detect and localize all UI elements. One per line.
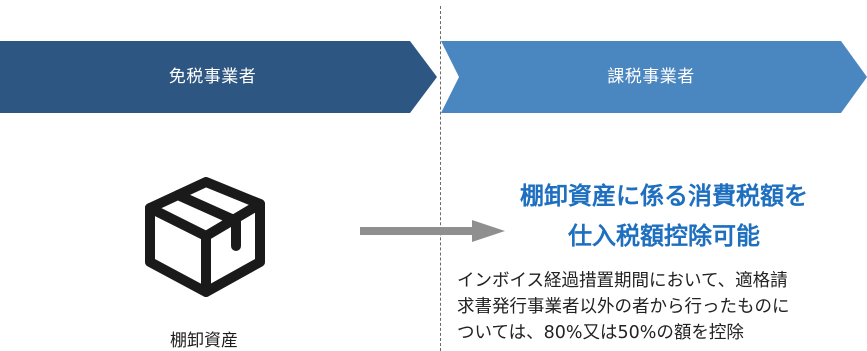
dashed-divider: [440, 6, 441, 351]
headline-line-2: 仕入税額控除可能: [568, 222, 760, 250]
arrow-right-icon: [360, 220, 505, 242]
banner-right-shape: [441, 41, 867, 113]
taxable-banner: 課税事業者: [441, 41, 867, 113]
headline-line-1: 棚卸資産に係る消費税額を: [520, 182, 808, 210]
tax-exempt-banner: 免税事業者: [0, 41, 437, 113]
transition-measure-description: インボイス経過措置期間において、適格請 求書発行事業者以外の者から行ったものに …: [457, 271, 790, 343]
taxable-label: 課税事業者: [607, 67, 695, 87]
inventory-label: 棚卸資産: [170, 331, 238, 351]
deduction-headline: 棚卸資産に係る消費税額を 仕入税額控除可能: [460, 176, 867, 256]
box-icon: [145, 177, 265, 297]
banner-left-shape: [0, 41, 437, 113]
tax-exempt-label: 免税事業者: [168, 67, 257, 87]
